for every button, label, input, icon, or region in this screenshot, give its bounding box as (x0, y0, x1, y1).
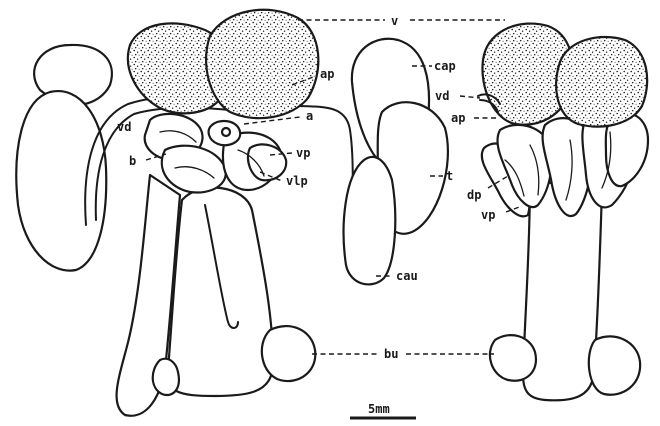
right-bulb-right (589, 336, 640, 394)
left-urethra-body (168, 188, 273, 396)
label-cap: cap (434, 59, 456, 73)
label-cau: cau (396, 269, 418, 283)
left-ventrolateral-prostate (248, 144, 286, 180)
left-cauda-epididymis (344, 157, 396, 285)
label-v: v (391, 14, 398, 28)
scale-bar: 5mm (350, 402, 416, 418)
label-bu: bu (384, 347, 398, 361)
label-vd-left: vd (117, 120, 131, 134)
label-vp-left: vp (296, 146, 310, 160)
leader-vd-right (460, 96, 480, 98)
label-vp-right: vp (481, 208, 495, 222)
label-ap-left: ap (320, 67, 334, 81)
scale-bar-label: 5mm (368, 402, 390, 416)
left-seminal-vesicle-b (206, 10, 318, 118)
right-seminal-vesicle-b (556, 37, 647, 127)
left-testis-inner (16, 91, 106, 271)
left-bulbourethral-gland (262, 326, 315, 381)
label-b: b (129, 154, 136, 168)
label-vd-right: vd (435, 89, 449, 103)
label-a: a (306, 109, 313, 123)
right-specimen (478, 24, 648, 401)
left-ampulla-core (222, 128, 230, 136)
left-lower-bulb (153, 359, 179, 395)
label-dp: dp (467, 188, 481, 202)
label-ap-right: ap (451, 111, 465, 125)
left-vesicular-lobe-2 (162, 146, 226, 193)
right-bulb-left (490, 335, 536, 381)
label-vlp: vlp (286, 174, 308, 188)
label-t: t (446, 169, 453, 183)
